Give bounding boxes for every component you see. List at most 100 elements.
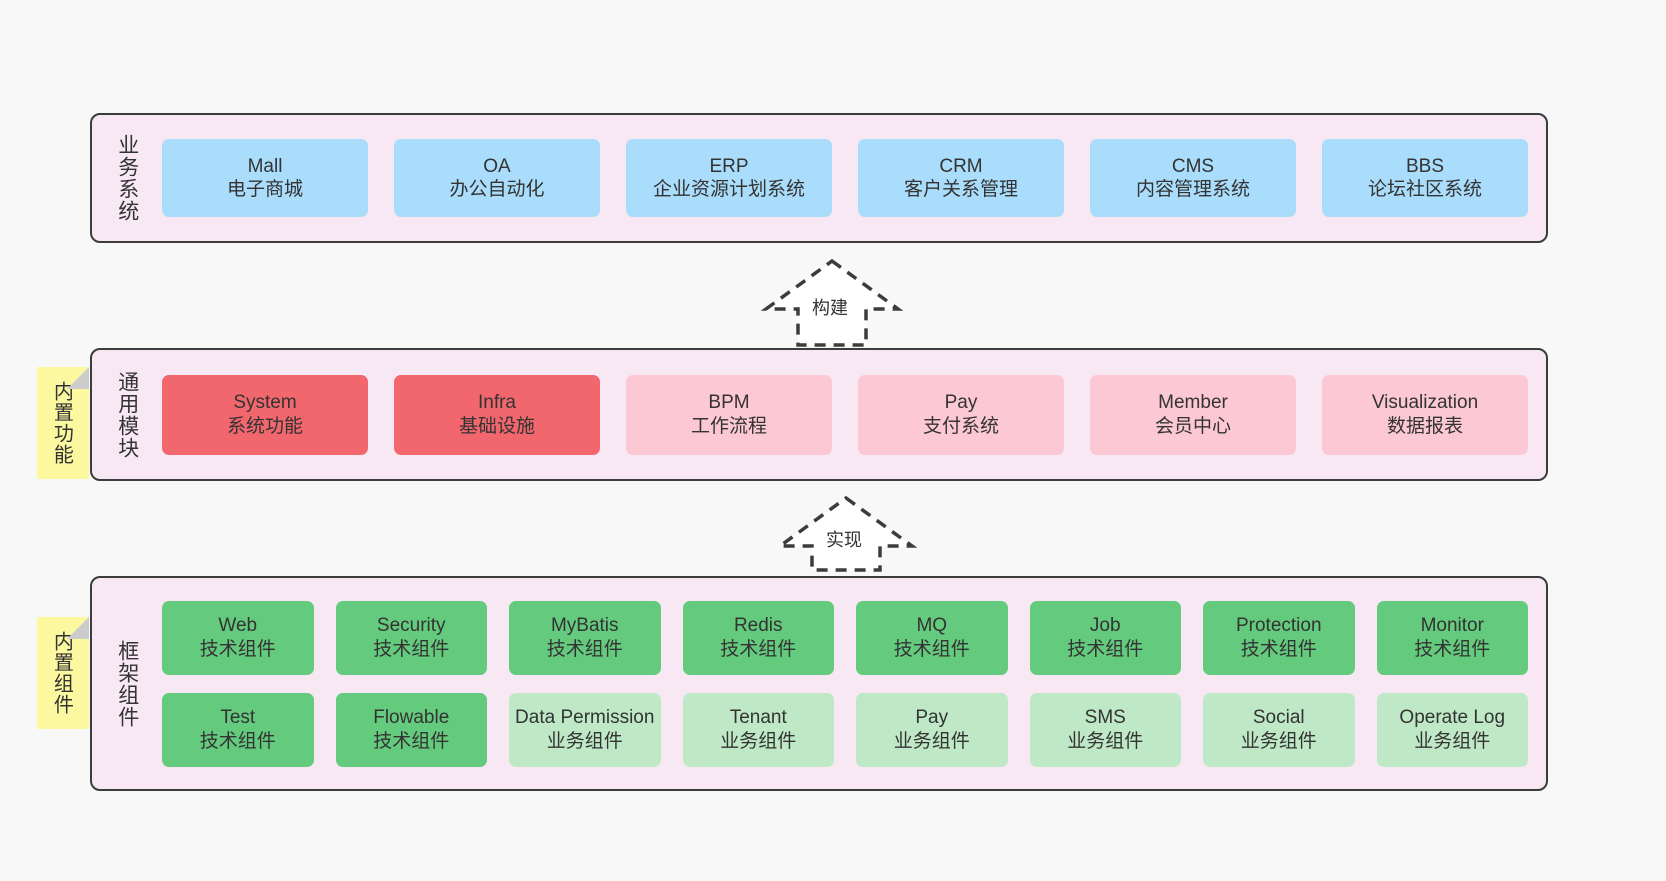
card-redis[interactable]: Redis 技术组件 [682, 600, 834, 675]
card-subtitle: 业务组件 [546, 730, 623, 752]
card-title: BPM [708, 392, 750, 414]
card-mall[interactable]: Mall 电子商城 [162, 139, 368, 217]
card-title: SMS [1084, 707, 1126, 729]
card-subtitle: 基础设施 [458, 415, 535, 437]
layer-body-business-systems: Mall 电子商城 OA 办公自动化 ERP 企业资源计划系统 CRM 客户关系… [152, 115, 1546, 241]
card-subtitle: 业务组件 [720, 730, 797, 752]
card-operate-log[interactable]: Operate Log 业务组件 [1376, 692, 1528, 767]
card-subtitle: 技术组件 [893, 638, 970, 660]
card-title: Pay [915, 707, 949, 729]
card-subtitle: 电子商城 [226, 179, 303, 200]
arrow-build-label: 构建 [812, 298, 848, 318]
card-title: System [233, 392, 297, 414]
arrow-build [752, 255, 912, 350]
card-subtitle: 论坛社区系统 [1367, 179, 1482, 200]
card-title: Job [1089, 615, 1121, 637]
card-subtitle: 技术组件 [1414, 638, 1491, 660]
card-subtitle: 技术组件 [720, 638, 797, 660]
card-title: Pay [944, 392, 978, 414]
arrow-implement [766, 492, 926, 572]
card-crm[interactable]: CRM 客户关系管理 [858, 139, 1064, 217]
arrow-build-icon [760, 258, 904, 347]
card-protection[interactable]: Protection 技术组件 [1203, 600, 1355, 675]
card-mybatis[interactable]: MyBatis 技术组件 [509, 600, 661, 675]
card-web[interactable]: Web 技术组件 [162, 600, 314, 675]
card-subtitle: 业务组件 [893, 730, 970, 752]
arrow-implement-label: 实现 [826, 530, 862, 550]
card-bbs[interactable]: BBS 论坛社区系统 [1322, 139, 1528, 217]
card-title: Data Permission [515, 707, 655, 729]
card-cms[interactable]: CMS 内容管理系统 [1090, 139, 1296, 217]
card-test[interactable]: Test 技术组件 [162, 692, 314, 767]
card-title: Redis [733, 615, 783, 637]
arrow-implement-icon [774, 495, 918, 572]
card-bpm[interactable]: BPM 工作流程 [626, 374, 832, 455]
layer-title-framework-components: 框架组件 [115, 639, 139, 728]
card-row: Test 技术组件 Flowable 技术组件 Data Permission … [162, 692, 1528, 767]
card-mq[interactable]: MQ 技术组件 [856, 600, 1008, 675]
note-builtin-components: 内置组件 [37, 617, 89, 729]
card-subtitle: 技术组件 [1240, 638, 1317, 660]
card-subtitle: 企业资源计划系统 [652, 179, 805, 200]
layer-body-common-modules: System 系统功能 Infra 基础设施 BPM 工作流程 Pay 支付系统… [152, 350, 1546, 479]
card-title: Web [218, 615, 258, 637]
card-row: Mall 电子商城 OA 办公自动化 ERP 企业资源计划系统 CRM 客户关系… [162, 139, 1528, 217]
card-system[interactable]: System 系统功能 [162, 374, 368, 455]
card-subtitle: 支付系统 [922, 415, 999, 437]
card-subtitle: 数据报表 [1386, 415, 1463, 437]
layer-common-modules: 通用模块 System 系统功能 Infra 基础设施 BPM 工作流程 Pay… [90, 348, 1548, 481]
layer-framework-components: 框架组件 Web 技术组件 Security 技术组件 MyBatis 技术组件… [90, 576, 1548, 791]
card-visualization[interactable]: Visualization 数据报表 [1322, 374, 1528, 455]
card-flowable[interactable]: Flowable 技术组件 [335, 692, 487, 767]
card-oa[interactable]: OA 办公自动化 [394, 139, 600, 217]
card-title: MQ [916, 615, 948, 637]
card-title: CMS [1171, 155, 1215, 177]
card-monitor[interactable]: Monitor 技术组件 [1376, 600, 1528, 675]
card-pay-business[interactable]: Pay 业务组件 [856, 692, 1008, 767]
card-social[interactable]: Social 业务组件 [1203, 692, 1355, 767]
card-subtitle: 会员中心 [1154, 415, 1231, 437]
layer-title-business-systems: 业务系统 [115, 134, 139, 222]
card-data-permission[interactable]: Data Permission 业务组件 [509, 692, 661, 767]
card-title: Operate Log [1399, 707, 1506, 729]
card-subtitle: 业务组件 [1414, 730, 1491, 752]
card-title: Social [1252, 707, 1305, 729]
card-title: BBS [1405, 155, 1445, 177]
card-subtitle: 技术组件 [1067, 638, 1144, 660]
card-title: OA [483, 155, 511, 177]
card-title: Security [376, 615, 446, 637]
card-title: Infra [477, 392, 517, 414]
card-title: MyBatis [550, 615, 619, 637]
card-pay[interactable]: Pay 支付系统 [858, 374, 1064, 455]
card-title: Member [1158, 392, 1228, 414]
card-subtitle: 客户关系管理 [903, 179, 1018, 200]
card-infra[interactable]: Infra 基础设施 [394, 374, 600, 455]
card-title: Test [220, 707, 256, 729]
card-row: System 系统功能 Infra 基础设施 BPM 工作流程 Pay 支付系统… [162, 374, 1528, 455]
layer-title-common-modules: 通用模块 [115, 370, 139, 459]
card-security[interactable]: Security 技术组件 [335, 600, 487, 675]
card-job[interactable]: Job 技术组件 [1029, 600, 1181, 675]
layer-body-framework-components: Web 技术组件 Security 技术组件 MyBatis 技术组件 Redi… [152, 578, 1546, 789]
card-subtitle: 技术组件 [199, 638, 276, 660]
card-sms[interactable]: SMS 业务组件 [1029, 692, 1181, 767]
card-member[interactable]: Member 会员中心 [1090, 374, 1296, 455]
card-subtitle: 技术组件 [373, 730, 450, 752]
card-tenant[interactable]: Tenant 业务组件 [682, 692, 834, 767]
card-subtitle: 技术组件 [373, 638, 450, 660]
card-title: Tenant [729, 707, 787, 729]
card-subtitle: 办公自动化 [449, 179, 545, 200]
card-subtitle: 内容管理系统 [1135, 179, 1250, 200]
card-erp[interactable]: ERP 企业资源计划系统 [626, 139, 832, 217]
note-builtin-features: 内置功能 [37, 367, 89, 479]
card-title: Mall [247, 155, 283, 177]
card-title: Monitor [1420, 615, 1484, 637]
card-title: Visualization [1371, 392, 1479, 414]
card-title: ERP [709, 155, 749, 177]
card-subtitle: 系统功能 [226, 415, 303, 437]
layer-business-systems: 业务系统 Mall 电子商城 OA 办公自动化 ERP 企业资源计划系统 CRM… [90, 113, 1548, 243]
card-title: CRM [939, 155, 983, 177]
card-title: Protection [1235, 615, 1322, 637]
card-subtitle: 技术组件 [199, 730, 276, 752]
